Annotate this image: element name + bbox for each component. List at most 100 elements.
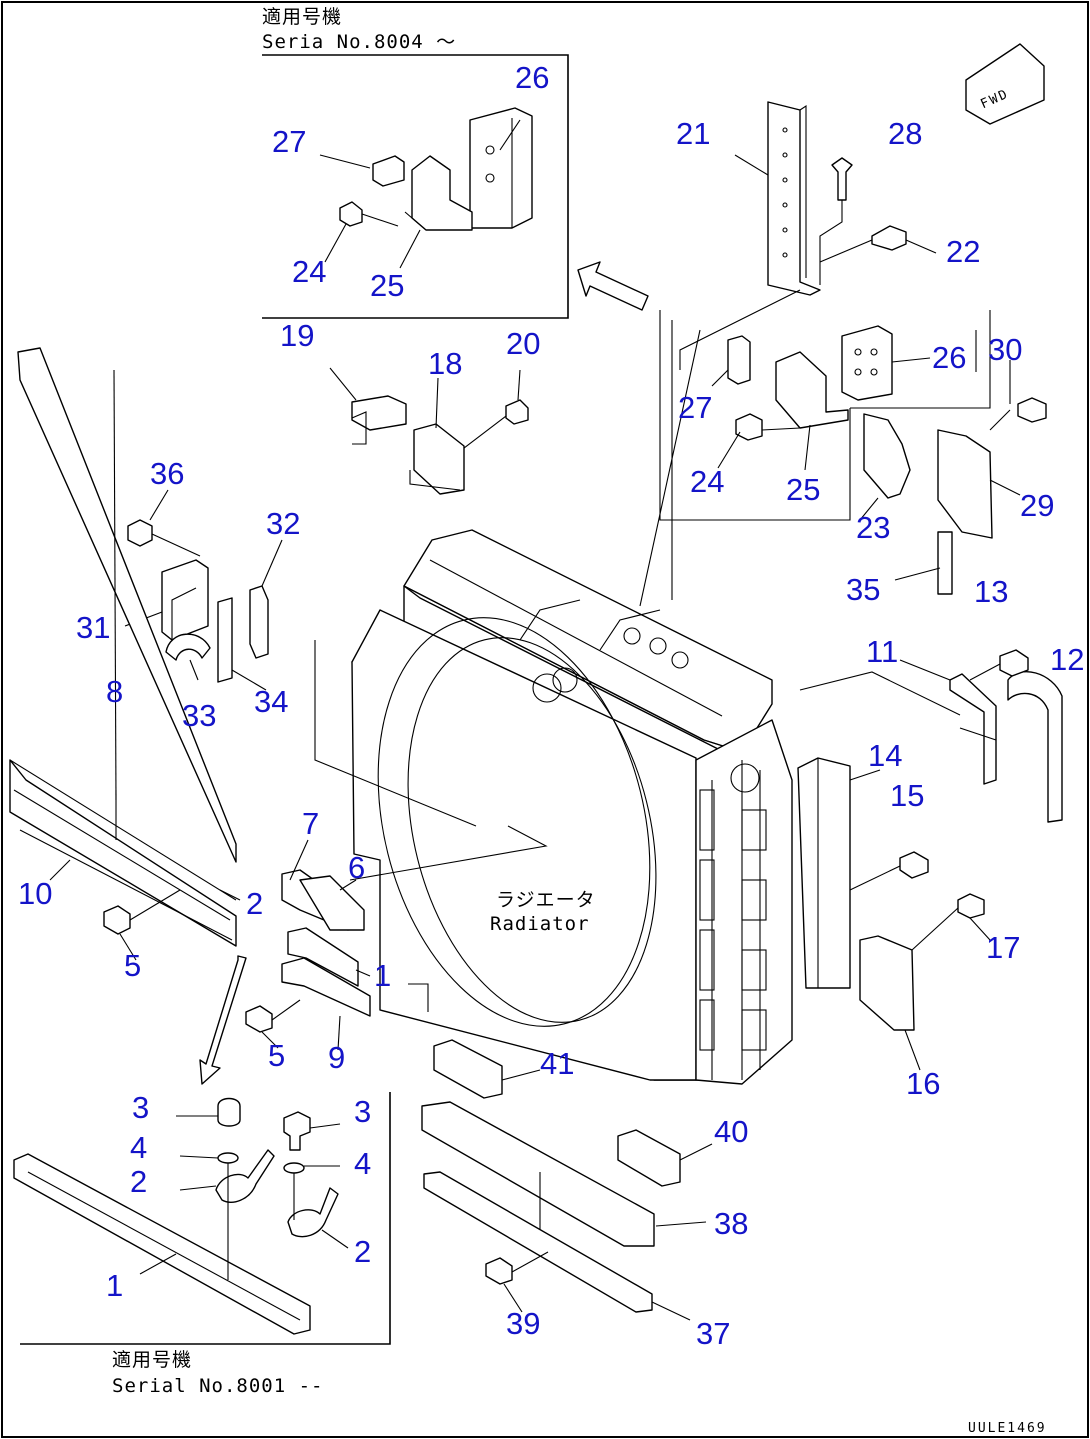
part-26-block-top bbox=[469, 107, 533, 229]
part-24-bolt bbox=[735, 413, 763, 441]
part-10-plate bbox=[9, 759, 237, 947]
part-13-bolt bbox=[999, 649, 1029, 677]
bracket-31-group bbox=[124, 489, 283, 691]
part-4-washer-b bbox=[283, 1162, 305, 1174]
part-35-strip bbox=[937, 531, 953, 595]
part-11-bracket bbox=[949, 673, 997, 785]
part-27-pad bbox=[727, 335, 751, 385]
part-9-bar bbox=[281, 957, 371, 1017]
part-5-bolt-b bbox=[245, 1005, 273, 1033]
radiator-label-en: Radiator bbox=[490, 913, 590, 935]
part-25-bracket-top bbox=[411, 155, 473, 231]
bottom-inset-serial: Serial No.8001 -- bbox=[112, 1375, 323, 1397]
part-2-clamp-b bbox=[287, 1187, 339, 1238]
part-15-bolt bbox=[899, 851, 929, 879]
part-16-plate bbox=[859, 935, 915, 1031]
callout-25: 25 bbox=[786, 472, 820, 507]
part-6-plate bbox=[299, 875, 365, 931]
left-side-parts bbox=[9, 347, 429, 1051]
part-30-bolt bbox=[1017, 397, 1047, 423]
part-41-pad bbox=[433, 1039, 503, 1099]
direction-arrow-up bbox=[577, 261, 649, 311]
callout-1-bottom: 1 bbox=[106, 1268, 123, 1303]
part-31-bracket bbox=[161, 559, 209, 641]
radiator-shroud bbox=[351, 609, 697, 1081]
radiator-core bbox=[314, 320, 961, 1085]
part-34-strip bbox=[217, 597, 233, 683]
part-36-bolt bbox=[127, 519, 153, 547]
part-24-bolt-top bbox=[339, 201, 363, 227]
callout-29: 29 bbox=[1020, 488, 1054, 523]
callout-numbers: 26 27 24 25 21 28 22 19 18 20 26 30 27 2… bbox=[18, 60, 1084, 1351]
part-1-bar bbox=[287, 927, 359, 987]
callout-25-top: 25 bbox=[370, 268, 404, 303]
callout-11: 11 bbox=[866, 634, 898, 669]
part-17-bolt bbox=[957, 893, 985, 919]
part-18-bracket bbox=[413, 423, 465, 495]
drawing-code: UULE1469 bbox=[968, 1421, 1047, 1436]
callout-2b: 2 bbox=[354, 1234, 371, 1269]
callout-17: 17 bbox=[986, 930, 1020, 965]
part-5-bolt-a bbox=[103, 905, 131, 935]
part-20-bolt bbox=[505, 399, 529, 425]
callout-2a: 2 bbox=[130, 1164, 147, 1199]
callout-12: 12 bbox=[1050, 642, 1084, 677]
callout-3b: 3 bbox=[354, 1094, 371, 1129]
callout-27-top: 27 bbox=[272, 124, 306, 159]
upper-right-assembly bbox=[659, 101, 1047, 595]
callout-16: 16 bbox=[906, 1066, 940, 1101]
callout-40: 40 bbox=[714, 1114, 748, 1149]
bottom-inset-heading: 適用号機 bbox=[112, 1349, 192, 1371]
bracket-18-group bbox=[329, 367, 529, 495]
callout-21: 21 bbox=[676, 116, 710, 151]
part-37-plate bbox=[423, 1171, 653, 1313]
callout-4a: 4 bbox=[130, 1130, 147, 1165]
callout-24-top: 24 bbox=[292, 254, 326, 289]
callout-31: 31 bbox=[76, 610, 110, 645]
callout-22: 22 bbox=[946, 234, 980, 269]
bottom-inset: 適用号機 Serial No.8001 -- bbox=[13, 1092, 391, 1397]
part-26-block bbox=[841, 325, 893, 401]
callout-3a: 3 bbox=[132, 1090, 149, 1125]
part-23-cover bbox=[863, 413, 911, 499]
callout-27: 27 bbox=[678, 390, 712, 425]
part-8-plate bbox=[17, 347, 237, 863]
part-21-plate bbox=[767, 101, 821, 296]
callout-2: 2 bbox=[246, 886, 263, 921]
part-12-cover bbox=[1007, 671, 1063, 823]
callout-9: 9 bbox=[328, 1040, 345, 1075]
top-inset-serial: Seria No.8004 ～ bbox=[262, 31, 456, 53]
part-1-rail-bottom bbox=[13, 1153, 311, 1335]
callout-19: 19 bbox=[280, 318, 314, 353]
top-inset-heading: 適用号機 bbox=[262, 6, 342, 28]
top-inset: 適用号機 Seria No.8004 ～ bbox=[262, 6, 569, 319]
callout-6: 6 bbox=[348, 850, 365, 885]
callout-36: 36 bbox=[150, 456, 184, 491]
part-19-pad bbox=[351, 395, 407, 431]
direction-arrow-down bbox=[199, 955, 247, 1085]
callout-8: 8 bbox=[106, 674, 123, 709]
part-38-plate bbox=[421, 1101, 655, 1247]
callout-28: 28 bbox=[888, 116, 922, 151]
part-22-bolt bbox=[871, 225, 907, 251]
callout-15: 15 bbox=[890, 778, 924, 813]
callout-18: 18 bbox=[428, 346, 462, 381]
callout-24: 24 bbox=[690, 464, 724, 499]
part-32-clip bbox=[249, 585, 269, 659]
part-25-bracket bbox=[775, 351, 849, 429]
part-3-bolt bbox=[283, 1111, 311, 1151]
part-14-rail bbox=[797, 757, 851, 989]
callout-14: 14 bbox=[868, 738, 902, 773]
callout-35: 35 bbox=[846, 572, 880, 607]
callout-34: 34 bbox=[254, 684, 288, 719]
callout-26: 26 bbox=[932, 340, 966, 375]
callout-10: 10 bbox=[18, 876, 52, 911]
radiator-label-ja: ラジエータ bbox=[496, 889, 596, 911]
lower-right-parts bbox=[421, 1039, 713, 1321]
part-28-bolt bbox=[831, 157, 853, 201]
fwd-mark: FWD bbox=[965, 43, 1045, 125]
part-40-pad bbox=[617, 1129, 681, 1187]
callout-37: 37 bbox=[696, 1316, 730, 1351]
